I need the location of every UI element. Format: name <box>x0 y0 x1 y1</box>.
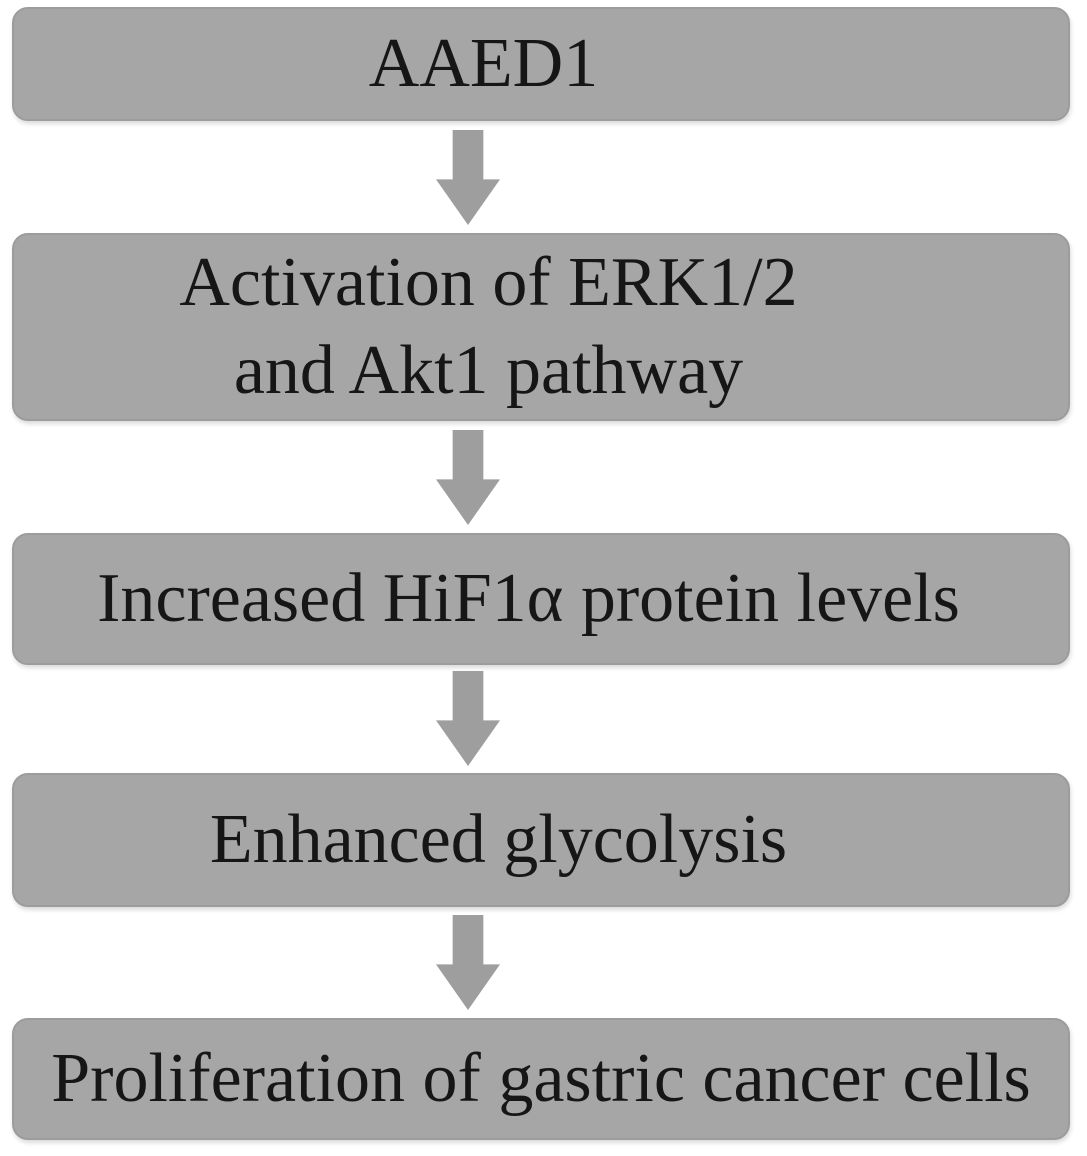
down-arrow-icon <box>436 671 500 766</box>
flow-node-glycolysis: Enhanced glycolysis <box>12 773 1070 907</box>
flow-node-label: Enhanced glycolysis <box>209 800 788 878</box>
flow-node-aaed1: AAED1 <box>12 7 1070 121</box>
flow-node-label-line1: Activation of ERK1/2 <box>179 243 798 321</box>
flow-node-label: Proliferation of gastric cancer cells <box>51 1039 1031 1117</box>
flow-node-erk-akt: Activation of ERK1/2 and Akt1 pathway <box>12 233 1070 421</box>
down-arrow-icon <box>436 915 500 1010</box>
down-arrow-icon <box>436 430 500 525</box>
down-arrow-icon <box>436 130 500 225</box>
flow-node-label: Increased HiF1α protein levels <box>97 559 960 637</box>
flow-node-label: AAED1 <box>368 24 599 102</box>
flow-node-proliferation: Proliferation of gastric cancer cells <box>12 1018 1070 1140</box>
flow-node-hif1a: Increased HiF1α protein levels <box>12 533 1070 665</box>
flow-node-label-line2: and Akt1 pathway <box>233 332 744 409</box>
